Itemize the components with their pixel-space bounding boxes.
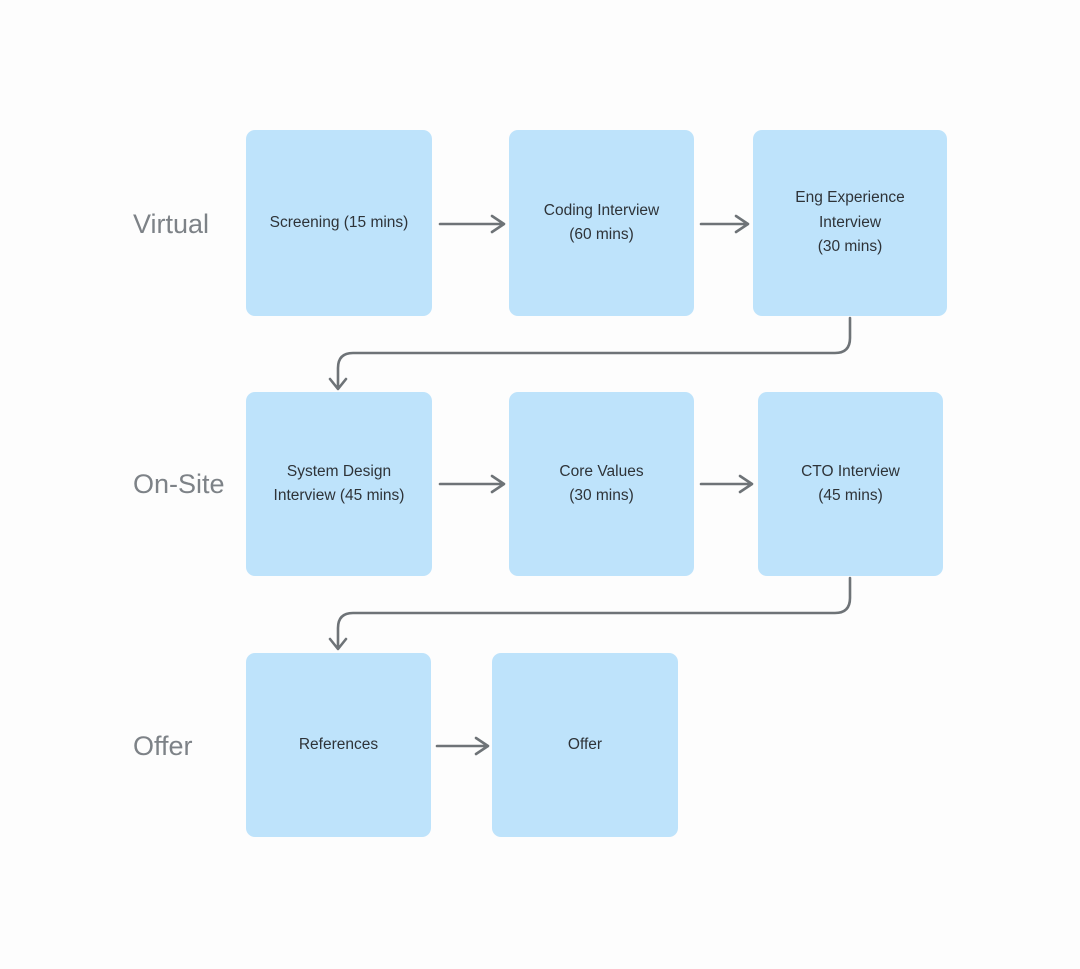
node-label: Eng Experience <box>795 189 905 207</box>
node-label: References <box>298 735 379 753</box>
node-label: Coding Interview <box>543 201 660 219</box>
node-label: System Design <box>286 462 392 480</box>
node-system-design-interview: System Design Interview (45 mins) <box>246 392 432 576</box>
node-label: CTO Interview <box>801 462 900 480</box>
arrow-references-to-offer <box>435 736 490 756</box>
node-label: Core Values <box>559 462 644 480</box>
connector-eng-experience-to-system-design <box>328 316 852 391</box>
node-label: (30 mins) <box>569 487 634 504</box>
node-references: References <box>246 653 431 837</box>
node-core-values: Core Values (30 mins) <box>509 392 694 576</box>
arrow-system-design-to-core-values <box>438 474 506 494</box>
node-label: (30 mins) <box>817 238 883 256</box>
node-coding-interview: Coding Interview (60 mins) <box>509 130 694 316</box>
node-offer: Offer <box>492 653 678 837</box>
node-screening: Screening (15 mins) <box>246 130 432 316</box>
arrow-screening-to-coding <box>438 214 506 234</box>
arrow-core-values-to-cto <box>699 474 754 494</box>
node-label: Screening (15 mins) <box>269 213 409 231</box>
node-label: (45 mins) <box>818 487 883 504</box>
node-label: Offer <box>567 735 603 753</box>
lane-label-virtual: Virtual <box>133 209 210 239</box>
node-cto-interview: CTO Interview (45 mins) <box>758 392 943 576</box>
connector-cto-to-references <box>328 576 852 651</box>
node-label: Interview (45 mins) <box>273 487 405 504</box>
lane-label-offer: Offer <box>133 731 193 761</box>
node-label: (60 mins) <box>569 226 634 243</box>
node-label: Interview <box>818 213 882 231</box>
arrow-coding-to-eng-experience <box>699 214 750 234</box>
node-eng-experience-interview: Eng Experience Interview (30 mins) <box>753 130 947 316</box>
lane-label-on-site: On-Site <box>133 469 225 499</box>
